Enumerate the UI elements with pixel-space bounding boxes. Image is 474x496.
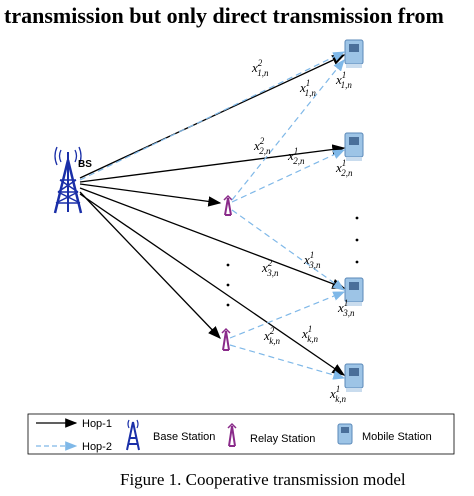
legend-base-station-label: Base Station [153,431,215,443]
legend-hop2-label: Hop-2 [82,441,112,453]
body-text-line: transmission but only direct transmissio… [4,3,444,28]
base-station-icon [53,146,83,214]
legend-mobile-station-label: Mobile Station [362,431,432,443]
hop1-link-relay-1 [79,183,222,207]
legend: Hop-1 Hop-2 Base Station Relay Station M… [27,413,455,455]
hop1-link-3 [79,187,346,289]
hop1-link-1 [79,54,346,179]
legend-relay-station-icon [227,422,237,447]
hop1-link-2 [79,144,346,183]
mobile-station-icon [344,277,364,306]
hop1-link-k [79,193,346,376]
hop2-links [79,51,346,380]
figure-caption: Figure 1. Cooperative transmission model [120,470,406,489]
mobile-station-icon [344,39,364,68]
mobile-station-icon [344,363,364,392]
relay-station-icon [221,327,231,351]
legend-base-station-icon [126,419,140,451]
legend-mobile-station-icon [337,423,353,445]
bs-label: BS [78,159,92,170]
legend-hop1-label: Hop-1 [82,418,112,430]
relay-station-icon [223,194,233,216]
legend-relay-station-label: Relay Station [250,433,315,445]
hop1-link-relay-k [79,191,221,339]
ellipsis-dots [226,216,359,307]
mobile-station-icon [344,132,364,161]
